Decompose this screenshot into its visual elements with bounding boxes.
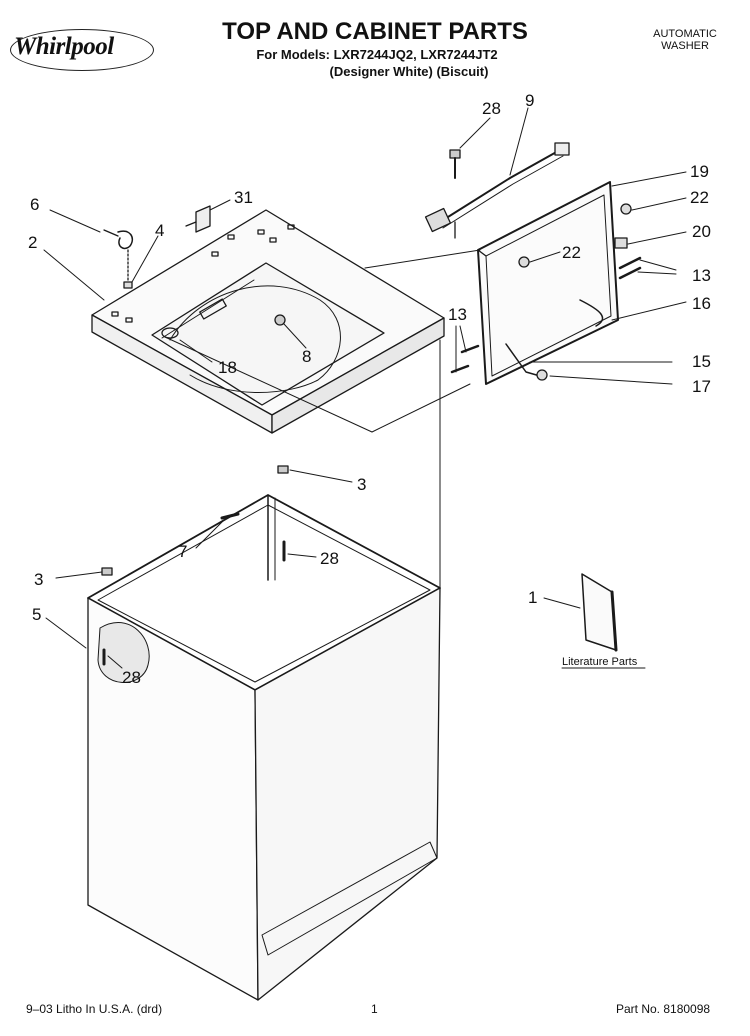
- cabinet-fasteners: [101, 465, 289, 666]
- callout-18: 18: [218, 358, 237, 377]
- callout-16: 16: [692, 294, 711, 313]
- callout-numbers: 28 9 19 22 20 13 16 15 17 22 13 6 31 4 2…: [28, 91, 711, 687]
- product-type: AUTOMATIC WASHER: [640, 28, 730, 52]
- callout-19: 19: [690, 162, 709, 181]
- callout-6: 6: [30, 195, 39, 214]
- callout-9: 9: [525, 91, 534, 110]
- callout-4: 4: [155, 221, 164, 240]
- wiring-harness: [424, 142, 570, 239]
- callout-31: 31: [234, 188, 253, 207]
- callout-28-low: 28: [122, 668, 141, 687]
- footer-print-info: 9–03 Litho In U.S.A. (drd): [26, 1002, 163, 1016]
- callout-8: 8: [302, 347, 311, 366]
- callout-3-top: 3: [357, 475, 366, 494]
- screw-8: [274, 314, 286, 326]
- callout-17: 17: [692, 377, 711, 396]
- footer-part-number: Part No. 8180098: [616, 1002, 711, 1016]
- literature-booklet: [561, 573, 646, 669]
- brand-logo: Whirlpool: [14, 33, 114, 60]
- console-fasteners: [450, 203, 642, 381]
- callout-22-mid: 22: [562, 243, 581, 262]
- product-type-line-2: WASHER: [661, 40, 709, 52]
- callout-28-mid: 28: [320, 549, 339, 568]
- callout-13-right: 13: [692, 266, 711, 285]
- callout-13-left: 13: [448, 305, 467, 324]
- leader-lines: [43, 107, 687, 669]
- bracket-31: [185, 205, 211, 233]
- page-title: TOP AND CABINET PARTS: [222, 18, 528, 45]
- callout-2: 2: [28, 233, 37, 252]
- callout-15: 15: [692, 352, 711, 371]
- callout-7: 7: [178, 542, 187, 561]
- colors-line: (Designer White) (Biscuit): [329, 64, 489, 79]
- product-type-line-1: AUTOMATIC: [653, 28, 717, 40]
- top-panel: [91, 209, 445, 434]
- callout-28-top: 28: [482, 99, 501, 118]
- callout-3-left: 3: [34, 570, 43, 589]
- brand-logo-ring: [10, 29, 154, 71]
- callout-22-right: 22: [690, 188, 709, 207]
- clip-4: [123, 249, 133, 289]
- callout-5: 5: [32, 605, 41, 624]
- models-line: For Models: LXR7244JQ2, LXR7244JT2: [256, 47, 498, 62]
- console-panel: [477, 181, 619, 385]
- clip-6: [103, 229, 134, 250]
- literature-label: Literature Parts: [562, 656, 638, 668]
- callout-1: 1: [528, 588, 537, 607]
- footer-page-number: 1: [371, 1002, 378, 1016]
- callout-20: 20: [692, 222, 711, 241]
- cabinet: [87, 494, 441, 1001]
- screw-28-top: [449, 149, 461, 179]
